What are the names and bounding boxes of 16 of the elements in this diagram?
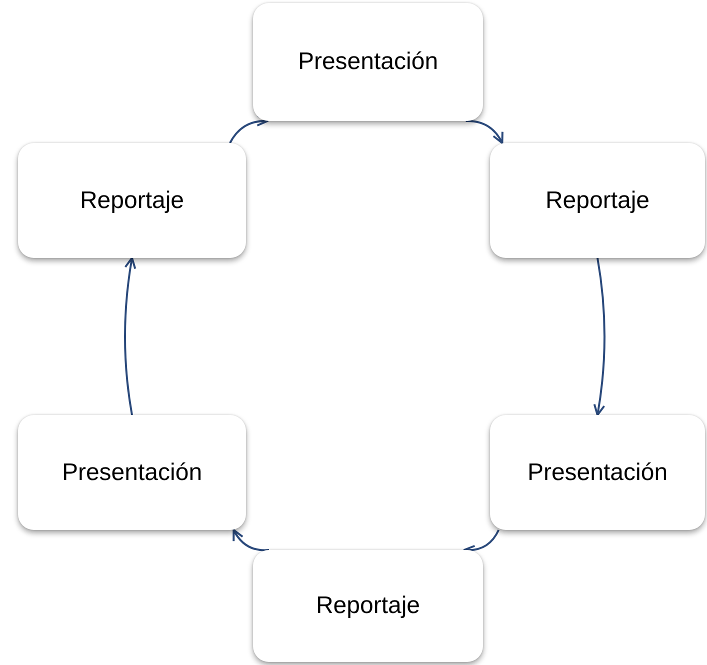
arrow — [232, 529, 270, 552]
box-label: Presentación — [527, 458, 668, 486]
process-box — [490, 415, 705, 530]
box-label: Reportaje — [80, 186, 184, 214]
process-box — [253, 3, 483, 121]
box-label: Presentación — [62, 458, 202, 486]
process-box — [490, 143, 705, 258]
box-label: Reportaje — [316, 592, 420, 620]
arrow — [124, 257, 136, 416]
box-label: Reportaje — [545, 186, 650, 214]
process-box — [253, 550, 483, 662]
process-box — [18, 143, 246, 258]
process-box — [18, 415, 246, 530]
arrow — [593, 258, 606, 416]
box-label: Presentación — [298, 48, 438, 76]
arrow — [466, 120, 504, 144]
